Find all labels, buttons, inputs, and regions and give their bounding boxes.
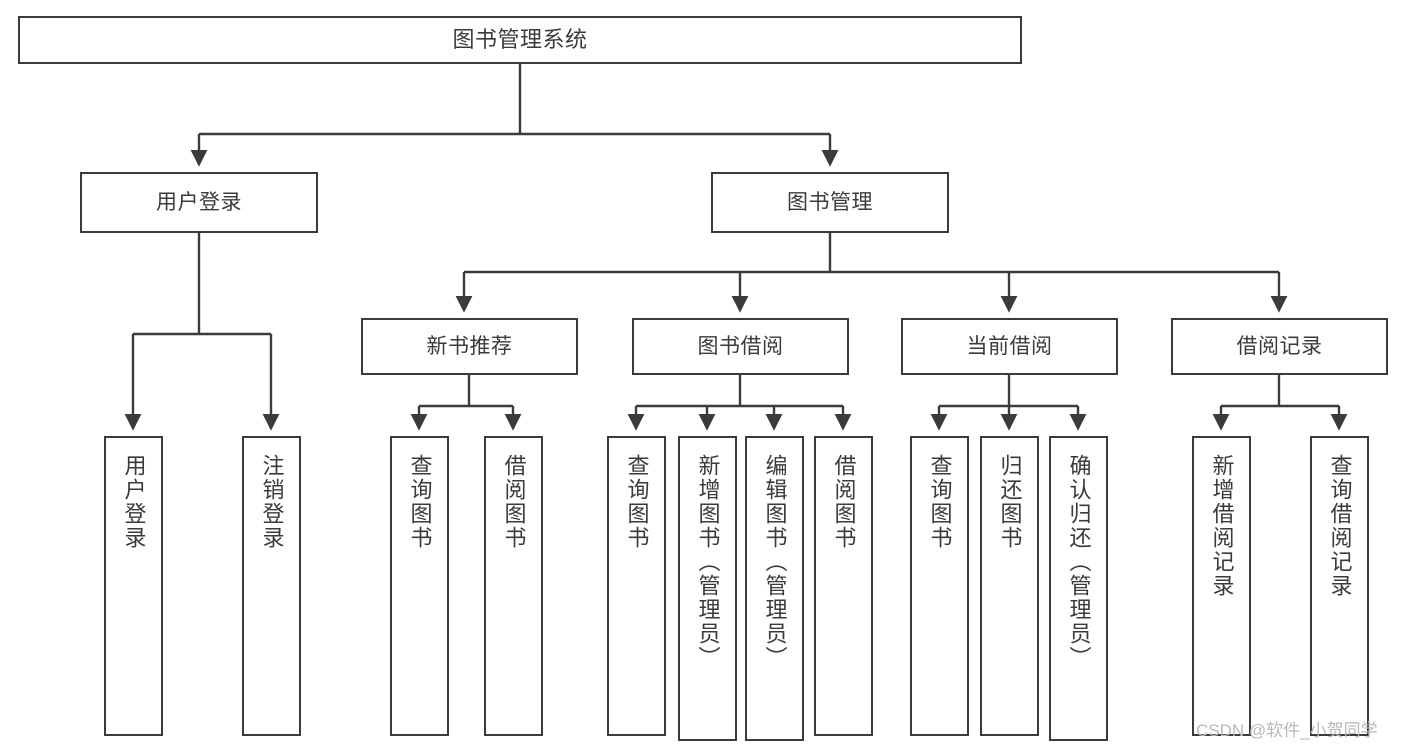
node-label: 查询图书	[927, 454, 953, 550]
node-borrow-records[interactable]: 借阅记录	[1171, 318, 1388, 375]
node-label: 查询图书	[624, 454, 650, 550]
node-label: 借阅图书	[501, 454, 527, 550]
node-label: 借阅图书	[831, 454, 857, 550]
node-current-borrow[interactable]: 当前借阅	[901, 318, 1118, 375]
node-label: 图书借阅	[697, 334, 784, 358]
node-user-login[interactable]: 用户登录	[80, 172, 318, 233]
leaf-add-borrow-record[interactable]: 新增借阅记录	[1192, 436, 1251, 736]
node-label: 借阅记录	[1236, 334, 1323, 358]
node-label: 用户登录	[156, 190, 242, 214]
node-label: 确认归还（管理员）	[1066, 454, 1092, 670]
leaf-edit-book-admin[interactable]: 编辑图书（管理员）	[745, 436, 804, 741]
node-label: 图书管理系统	[452, 26, 588, 52]
node-label: 归还图书	[997, 454, 1023, 550]
leaf-query-borrow-record[interactable]: 查询借阅记录	[1310, 436, 1369, 736]
node-label: 查询借阅记录	[1327, 454, 1353, 598]
node-root-system[interactable]: 图书管理系统	[18, 16, 1022, 64]
leaf-confirm-return-admin[interactable]: 确认归还（管理员）	[1049, 436, 1108, 741]
leaf-query-book-borrow[interactable]: 查询图书	[607, 436, 666, 736]
leaf-query-book-current[interactable]: 查询图书	[910, 436, 969, 736]
leaf-query-book-recommend[interactable]: 查询图书	[390, 436, 449, 736]
node-label: 注销登录	[259, 454, 285, 550]
node-new-book-recommend[interactable]: 新书推荐	[361, 318, 578, 375]
node-label: 查询图书	[407, 454, 433, 550]
node-book-borrow[interactable]: 图书借阅	[632, 318, 849, 375]
node-label: 图书管理	[787, 190, 873, 214]
node-label: 新增借阅记录	[1209, 454, 1235, 598]
leaf-borrow-book[interactable]: 借阅图书	[814, 436, 873, 736]
leaf-user-login[interactable]: 用户登录	[104, 436, 163, 736]
leaf-borrow-book-recommend[interactable]: 借阅图书	[484, 436, 543, 736]
node-label: 用户登录	[121, 454, 147, 550]
node-label: 新书推荐	[426, 334, 513, 358]
csdn-watermark: CSDN @软件_小贺同学	[1196, 721, 1378, 740]
node-book-management[interactable]: 图书管理	[711, 172, 949, 233]
node-label: 编辑图书（管理员）	[762, 454, 788, 670]
leaf-logout[interactable]: 注销登录	[242, 436, 301, 736]
leaf-add-book-admin[interactable]: 新增图书（管理员）	[678, 436, 737, 741]
node-label: 新增图书（管理员）	[695, 454, 721, 670]
node-label: 当前借阅	[966, 334, 1053, 358]
leaf-return-book[interactable]: 归还图书	[980, 436, 1039, 736]
